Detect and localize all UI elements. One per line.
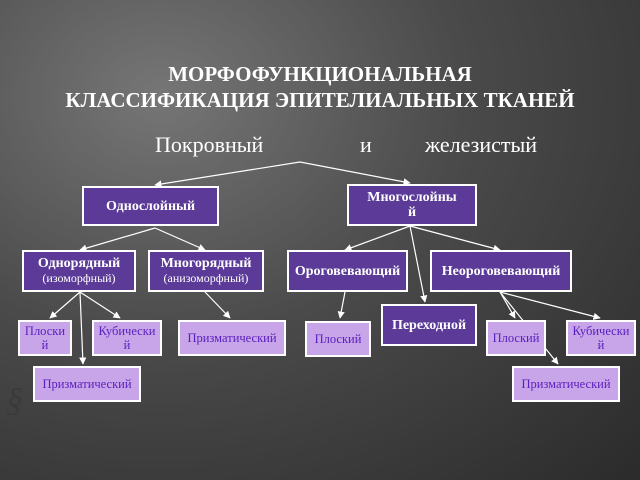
background-decoration: § [6, 382, 23, 419]
leaf-single-row-flat-label: Плоский [24, 324, 66, 352]
leaf-single-row-cubic: Кубический [92, 320, 162, 356]
leaf-keratinizing-flat: Плоский [305, 321, 371, 357]
leaf-single-row-prismatic: Призматический [33, 366, 141, 402]
arrow-root-multi [299, 161, 411, 186]
arrow-nonkerat-flat [499, 291, 516, 319]
leaf-single-row-prismatic-label: Призматический [42, 377, 132, 391]
node-multi-layer-label: Многослойный [367, 190, 457, 220]
arrow-multi-transitional [409, 225, 428, 303]
leaf-non-keratinizing-cubic: Кубический [566, 320, 636, 356]
node-keratinizing: Ороговевающий [287, 250, 408, 292]
arrow-multirow-prism [204, 291, 231, 319]
node-multi-layer: Многослойный [347, 184, 477, 226]
node-non-keratinizing-label: Неороговевающий [441, 263, 561, 279]
arrow-single-multirow [154, 227, 206, 251]
title-line1: МОРФОФУНКЦИОНАЛЬНАЯ [168, 62, 472, 86]
arrow-kerat-flat [337, 291, 346, 319]
title-line2: КЛАССИФИКАЦИЯ ЭПИТЕЛИАЛЬНЫХ ТКАНЕЙ [65, 88, 575, 112]
leaf-non-keratinizing-cubic-label: Кубический [572, 324, 630, 352]
arrow-multi-nonkerat [409, 225, 501, 252]
leaf-multi-row-prismatic-label: Призматический [187, 331, 277, 345]
arrow-singlerow-prism [79, 291, 87, 365]
leaf-non-keratinizing-prismatic-label: Призматический [521, 377, 611, 391]
leaf-multi-row-prismatic: Призматический [178, 320, 286, 356]
arrow-nonkerat-cubic [499, 291, 601, 320]
node-single-row: Однорядный (изоморфный) [22, 250, 136, 292]
node-single-row-label: Однорядный [37, 256, 121, 271]
arrow-singlerow-cubic [79, 291, 121, 319]
node-single-layer-label: Однослойный [105, 198, 196, 214]
leaf-keratinizing-flat-label: Плоский [314, 332, 362, 346]
node-transitional-label: Переходной [391, 317, 467, 333]
subtitle-right: железистый [425, 132, 538, 157]
node-single-layer: Однослойный [82, 186, 219, 226]
arrow-singlerow-flat [49, 291, 81, 319]
node-multi-row-sub: (анизоморфный) [163, 271, 249, 285]
leaf-single-row-cubic-label: Кубический [98, 324, 156, 352]
arrow-multi-kerat [344, 225, 411, 252]
node-keratinizing-label: Ороговевающий [294, 263, 401, 279]
node-transitional: Переходной [381, 304, 477, 346]
leaf-single-row-flat: Плоский [18, 320, 72, 356]
subtitle-left: Покровный [155, 132, 264, 157]
node-non-keratinizing: Неороговевающий [430, 250, 572, 292]
node-multi-row-label: Многорядный [160, 256, 252, 271]
leaf-non-keratinizing-flat: Плоский [486, 320, 546, 356]
arrow-single-singlerow [79, 227, 156, 252]
arrow-root-single [154, 161, 301, 188]
leaf-non-keratinizing-prismatic: Призматический [512, 366, 620, 402]
leaf-non-keratinizing-flat-label: Плоский [492, 331, 540, 345]
subtitle-middle: и [360, 132, 372, 157]
node-multi-row: Многорядный (анизоморфный) [148, 250, 264, 292]
node-single-row-sub: (изоморфный) [42, 271, 116, 285]
